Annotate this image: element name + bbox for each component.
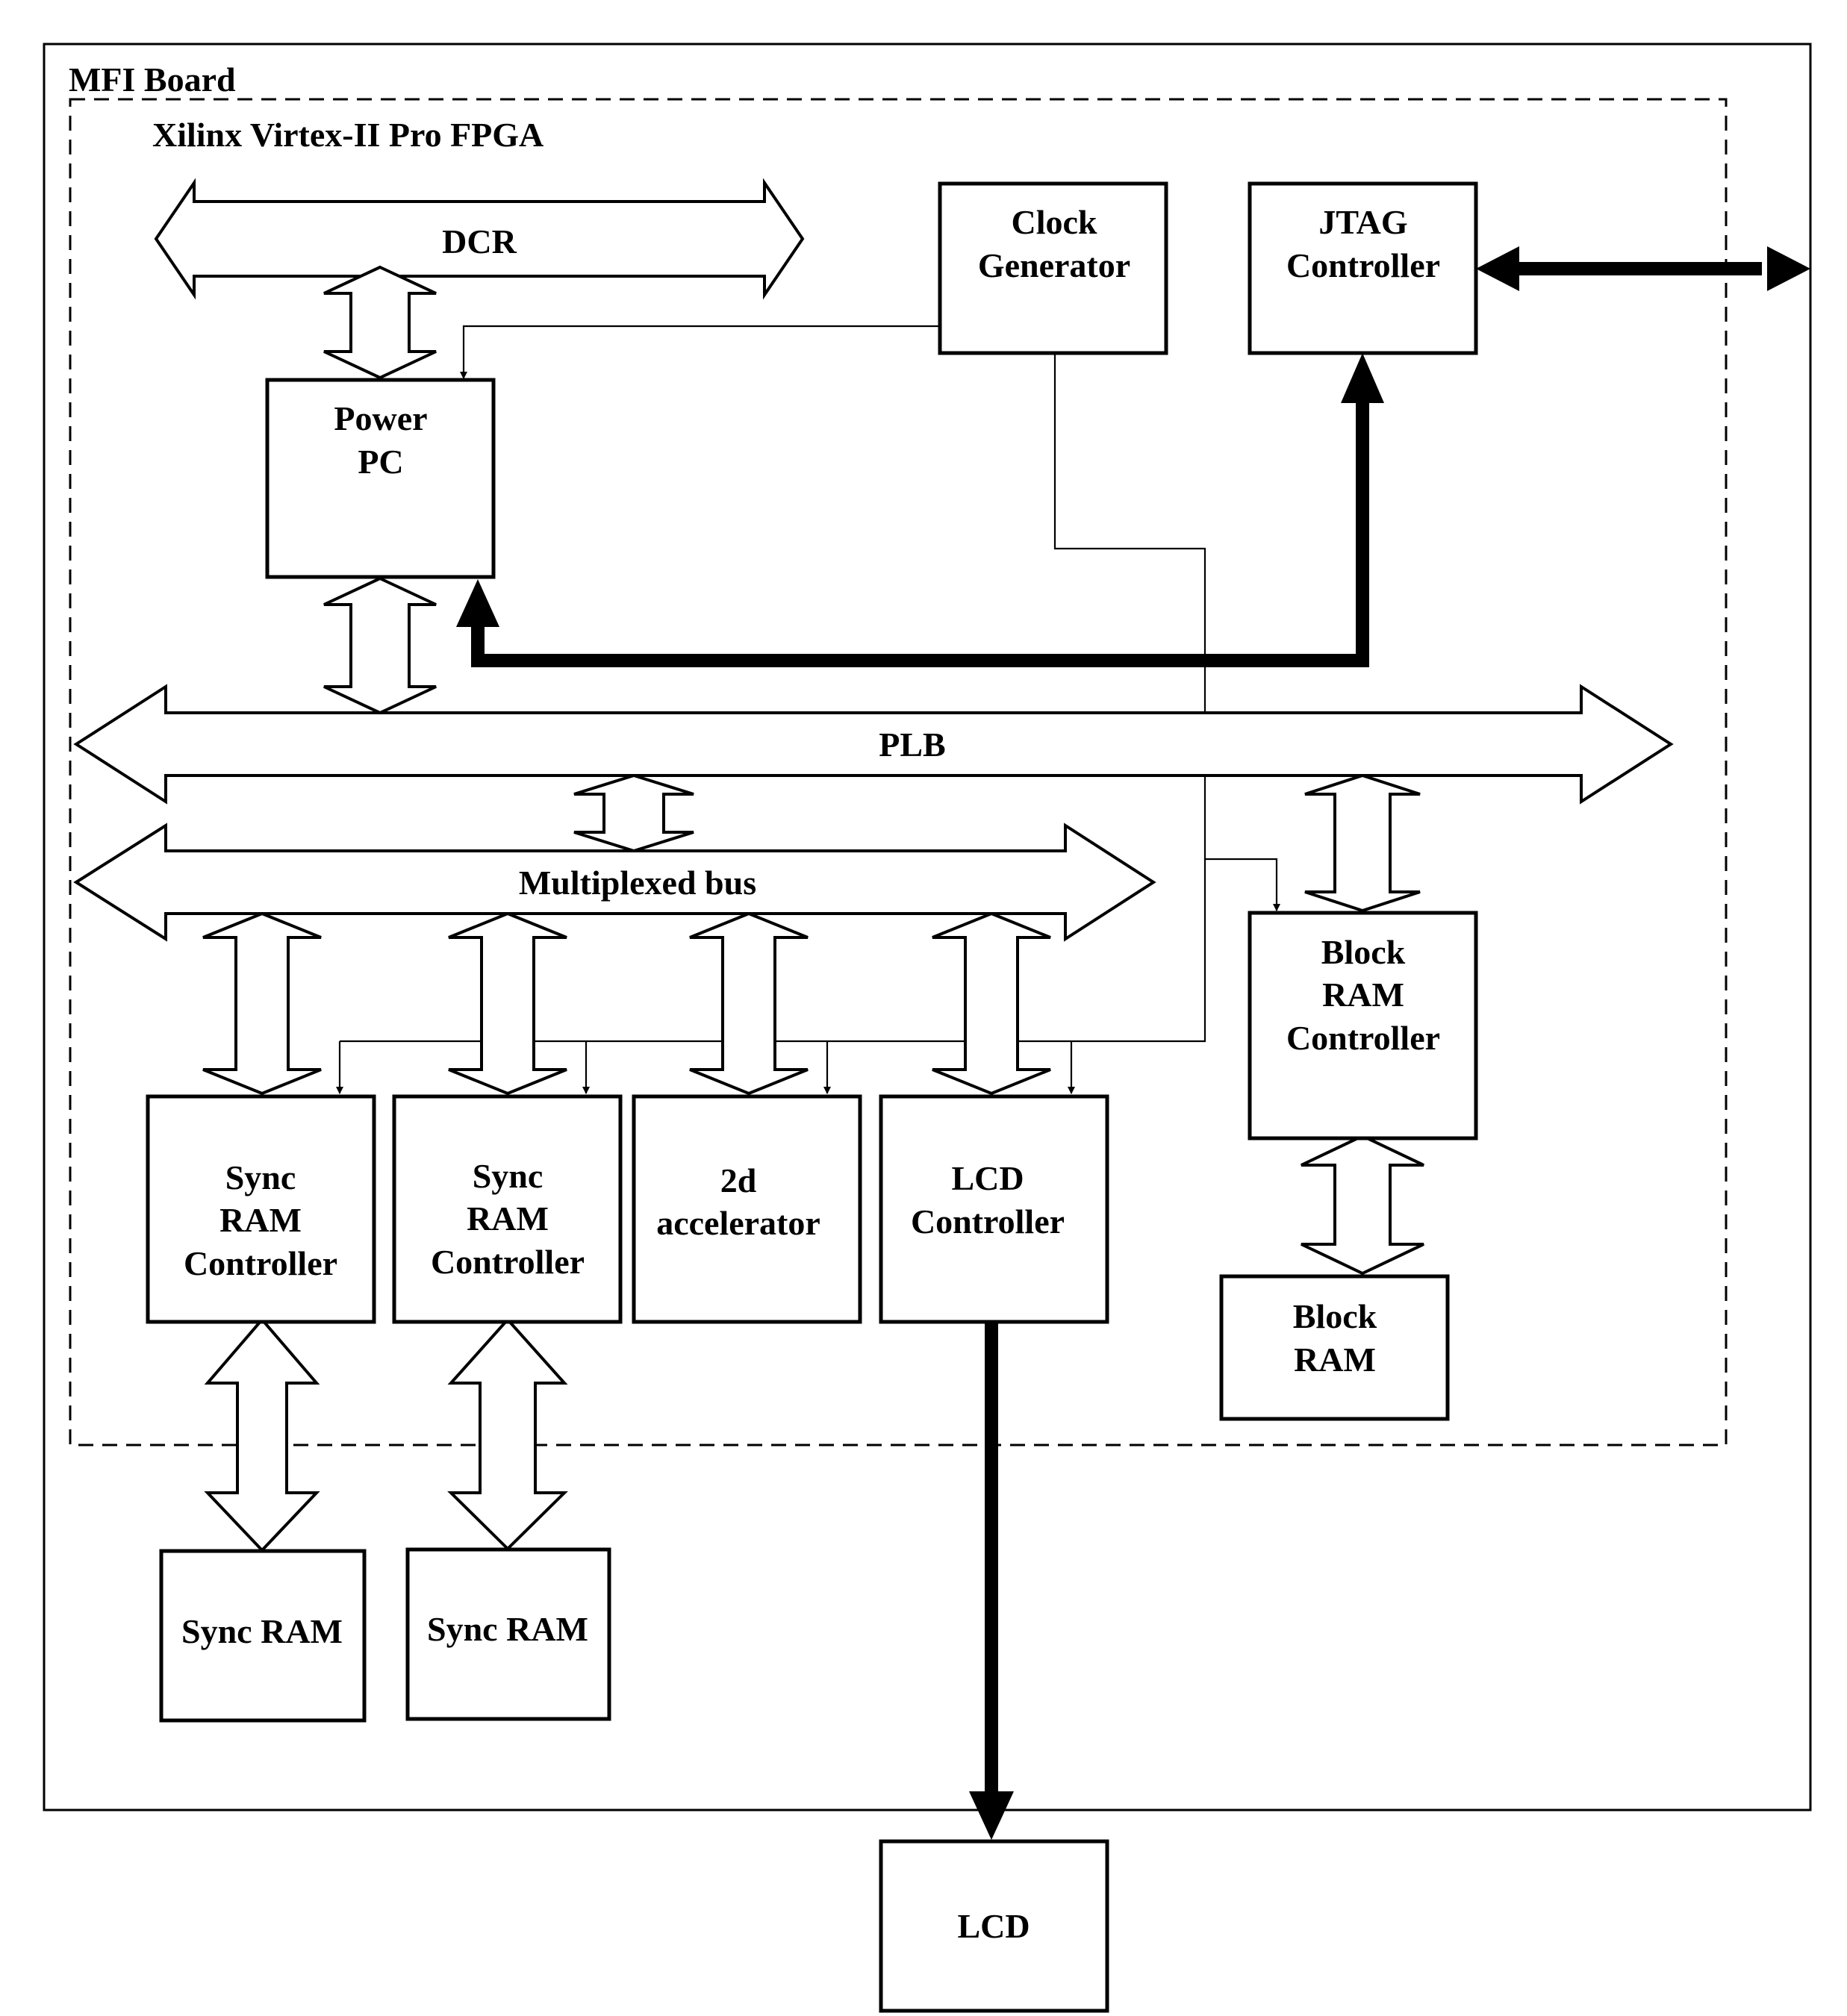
lcd-link (969, 1320, 1014, 1840)
fpga-label: Xilinx Virtex-II Pro FPGA (152, 116, 543, 154)
sync-ram-1-block: Sync RAM (159, 1549, 367, 1723)
power-pc-line-1: Power (334, 399, 427, 437)
mfi-board-label: MFI Board (69, 60, 236, 99)
clock-generator-line-1: Clock (1012, 203, 1097, 241)
mux-lcdctl-arrow (932, 911, 1051, 1096)
sync-ram-controller-1-line-3: Controller (184, 1244, 337, 1282)
plb-bus: PLB (73, 684, 1674, 805)
lcd-controller-block: LCD Controller (879, 1094, 1109, 1324)
powerpc-plb-arrow (323, 576, 437, 715)
fpga-outline (69, 98, 1728, 1447)
power-pc-block: Power PC (265, 378, 496, 579)
syncctl2-syncram2-arrow (447, 1317, 568, 1551)
dcr-powerpc-arrow (323, 265, 437, 380)
plb-bram-controller-arrow (1304, 773, 1421, 913)
multiplexed-bus-label: Multiplexed bus (519, 864, 756, 902)
jtag-external-link (1476, 246, 1810, 291)
multiplexed-bus: Multiplexed bus (73, 823, 1156, 942)
sync-ram-1-label: Sync RAM (181, 1612, 343, 1650)
sync-ram-2-label: Sync RAM (427, 1610, 588, 1648)
accelerator-2d-block: 2d accelerator (632, 1094, 862, 1324)
block-ram-block: Block RAM (1219, 1274, 1450, 1421)
block-ram-controller-line-3: Controller (1286, 1019, 1440, 1057)
block-ram-line-1: Block (1293, 1297, 1377, 1335)
clock-generator-line-2: Generator (978, 246, 1130, 284)
mux-syncctl1-arrow (202, 911, 322, 1096)
lcd-block: LCD (879, 1839, 1109, 2013)
block-ram-controller-line-2: RAM (1322, 976, 1404, 1014)
mux-syncctl2-arrow (448, 911, 567, 1096)
clock-generator-block: Clock Generator (938, 181, 1168, 355)
power-pc-line-2: PC (358, 443, 403, 481)
clock-lines (336, 325, 1280, 1094)
lcd-controller-line-1: LCD (951, 1159, 1024, 1197)
accelerator-2d-line-2: accelerator (656, 1204, 820, 1242)
sync-ram-controller-2-block: Sync RAM Controller (392, 1094, 623, 1324)
sync-ram-2-block: Sync RAM (405, 1547, 611, 1721)
dcr-bus-label: DCR (442, 222, 517, 260)
block-ram-controller-block: Block RAM Controller (1248, 911, 1478, 1140)
plb-bus-label: PLB (879, 725, 945, 764)
accelerator-2d-line-1: 2d (720, 1161, 757, 1199)
sync-ram-controller-2-line-2: RAM (467, 1199, 549, 1238)
sync-ram-controller-1-block: Sync RAM Controller (146, 1094, 376, 1324)
jtag-controller-line-1: JTAG (1318, 203, 1407, 241)
dcr-bus: DCR (154, 178, 805, 300)
jtag-controller-line-2: Controller (1286, 246, 1440, 284)
block-ram-controller-line-1: Block (1321, 933, 1406, 971)
syncctl1-syncram1-arrow (204, 1317, 320, 1552)
sync-ram-controller-1-line-2: RAM (219, 1201, 302, 1239)
sync-ram-controller-1-line-1: Sync (225, 1158, 296, 1196)
lcd-label: LCD (957, 1907, 1030, 1945)
sync-ram-controller-2-line-1: Sync (473, 1157, 543, 1195)
mux-accelerator-arrow (689, 911, 809, 1096)
sync-ram-controller-2-line-3: Controller (431, 1243, 585, 1281)
mfi-board-outline (43, 43, 1812, 1811)
lcd-controller-line-2: Controller (911, 1202, 1065, 1241)
plb-mux-bridge-arrow (573, 773, 694, 853)
jtag-link (456, 353, 1384, 667)
bram-controller-bram-arrow (1301, 1134, 1424, 1276)
block-ram-line-2: RAM (1294, 1341, 1376, 1379)
jtag-controller-block: JTAG Controller (1248, 181, 1478, 355)
